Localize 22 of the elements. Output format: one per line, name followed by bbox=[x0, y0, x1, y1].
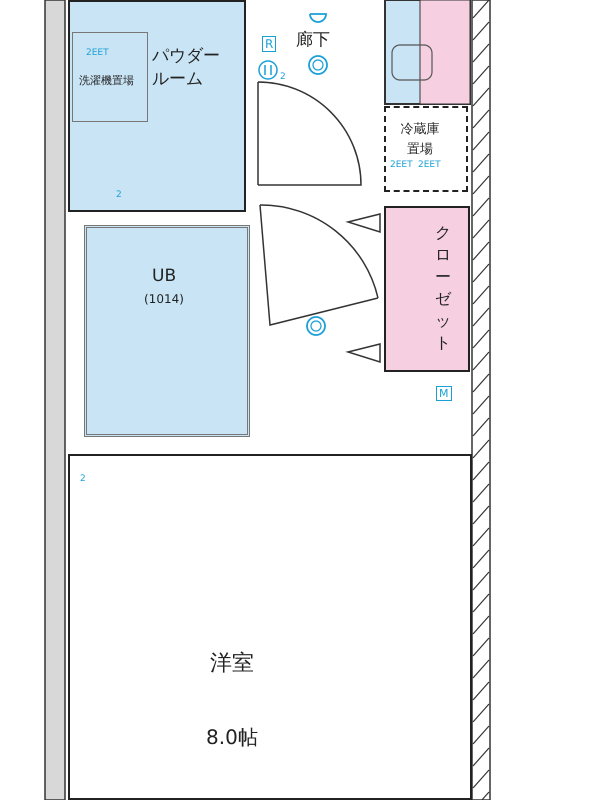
room-name: クローゼット bbox=[434, 222, 452, 354]
room-area bbox=[68, 0, 246, 212]
meter-label: M bbox=[436, 386, 452, 401]
outlet-count: 2 bbox=[280, 72, 286, 82]
room-name: 洋室 bbox=[210, 650, 254, 678]
outlet-count: 2 bbox=[80, 474, 86, 484]
room-name: 冷蔵庫置場 bbox=[400, 121, 440, 159]
room-name: 廊下 bbox=[296, 29, 330, 51]
symbol-label: R bbox=[262, 36, 276, 52]
room-area bbox=[72, 32, 148, 122]
room-area bbox=[84, 225, 250, 437]
room-name: UB bbox=[152, 266, 176, 286]
room-area bbox=[384, 206, 470, 372]
outlet-label: 2EET bbox=[390, 160, 413, 170]
outlet-label: 2EET bbox=[86, 48, 109, 58]
room-size: 8.0帖 bbox=[206, 724, 258, 751]
room-name: パウダールーム bbox=[152, 45, 221, 90]
room-area bbox=[384, 106, 468, 192]
room-size: (1014) bbox=[144, 292, 184, 306]
outlet-count: 2 bbox=[116, 190, 122, 200]
room-name: 洗濯機置場 bbox=[79, 73, 134, 88]
outlet-label: 2EET bbox=[418, 160, 441, 170]
